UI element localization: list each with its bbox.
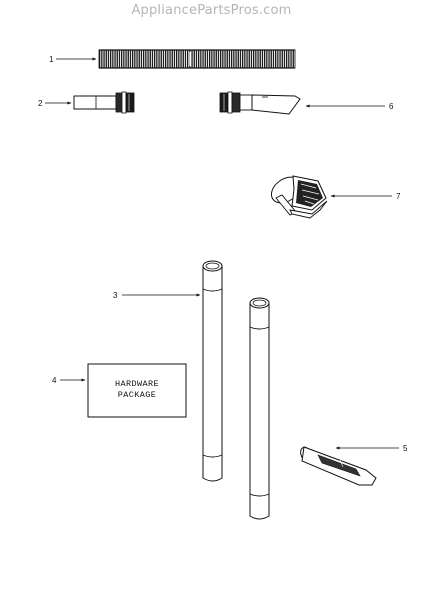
callout-label-1: 1 xyxy=(49,55,54,64)
callout-label-2: 2 xyxy=(38,99,43,108)
callout-label-3: 3 xyxy=(113,291,118,300)
hardware-package-icon: HARDWARE PACKAGE xyxy=(87,363,187,418)
hardware-package-line1: HARDWARE xyxy=(115,379,159,389)
callout-1: 1 xyxy=(49,55,97,64)
callout-6: 6 xyxy=(305,102,394,111)
callout-7: 7 xyxy=(330,192,401,201)
callout-label-5: 5 xyxy=(403,444,408,453)
callout-label-4: 4 xyxy=(52,376,57,385)
callout-2: 2 xyxy=(38,99,72,108)
callout-5: 5 xyxy=(335,444,408,453)
hose-end-nozzle-icon xyxy=(219,91,301,115)
callout-3: 3 xyxy=(113,291,201,300)
flexible-hose-icon xyxy=(98,49,296,69)
watermark: AppliancePartsPros.com xyxy=(131,3,292,18)
hose-end-connector-icon xyxy=(73,91,135,114)
callout-label-6: 6 xyxy=(389,102,394,111)
crevice-tool-icon xyxy=(300,446,377,486)
dusting-brush-icon xyxy=(270,175,328,219)
extension-wands-icon xyxy=(202,260,270,520)
callout-label-7: 7 xyxy=(396,192,401,201)
hardware-package-line2: PACKAGE xyxy=(118,390,157,400)
callout-4: 4 xyxy=(52,376,86,385)
